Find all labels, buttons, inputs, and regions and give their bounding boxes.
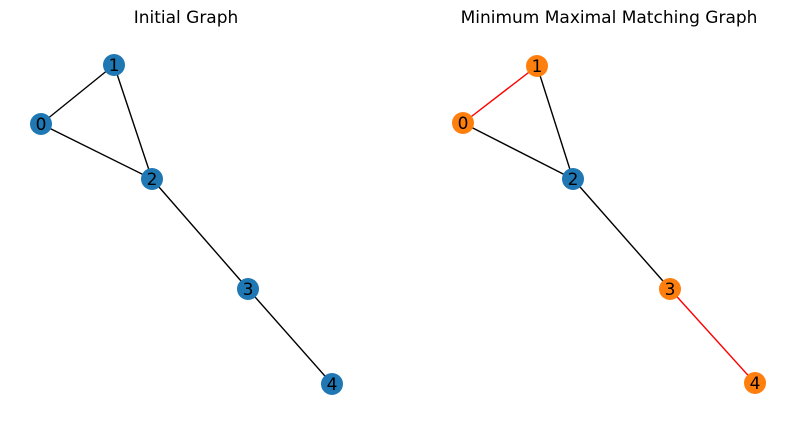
edge-3-4 — [669, 288, 756, 384]
node-3 — [237, 278, 259, 300]
node-4 — [744, 372, 766, 394]
left-graph-title: Initial Graph — [134, 8, 239, 28]
edge-1-2 — [536, 65, 574, 180]
node-2 — [141, 168, 163, 190]
node-3 — [659, 278, 681, 300]
edge-2-3 — [572, 178, 671, 290]
edge-0-1 — [40, 64, 115, 125]
edge-0-1 — [462, 65, 538, 124]
edge-0-2 — [462, 122, 574, 180]
edge-3-4 — [247, 288, 333, 385]
right-graph-title: Minimum Maximal Matching Graph — [461, 8, 758, 28]
node-4 — [321, 373, 343, 395]
edge-0-2 — [40, 123, 153, 180]
node-1 — [103, 54, 125, 76]
node-2 — [562, 168, 584, 190]
edge-1-2 — [113, 64, 153, 180]
node-1 — [526, 55, 548, 77]
edge-2-3 — [151, 178, 249, 290]
node-0 — [452, 112, 474, 134]
node-0 — [30, 113, 52, 135]
